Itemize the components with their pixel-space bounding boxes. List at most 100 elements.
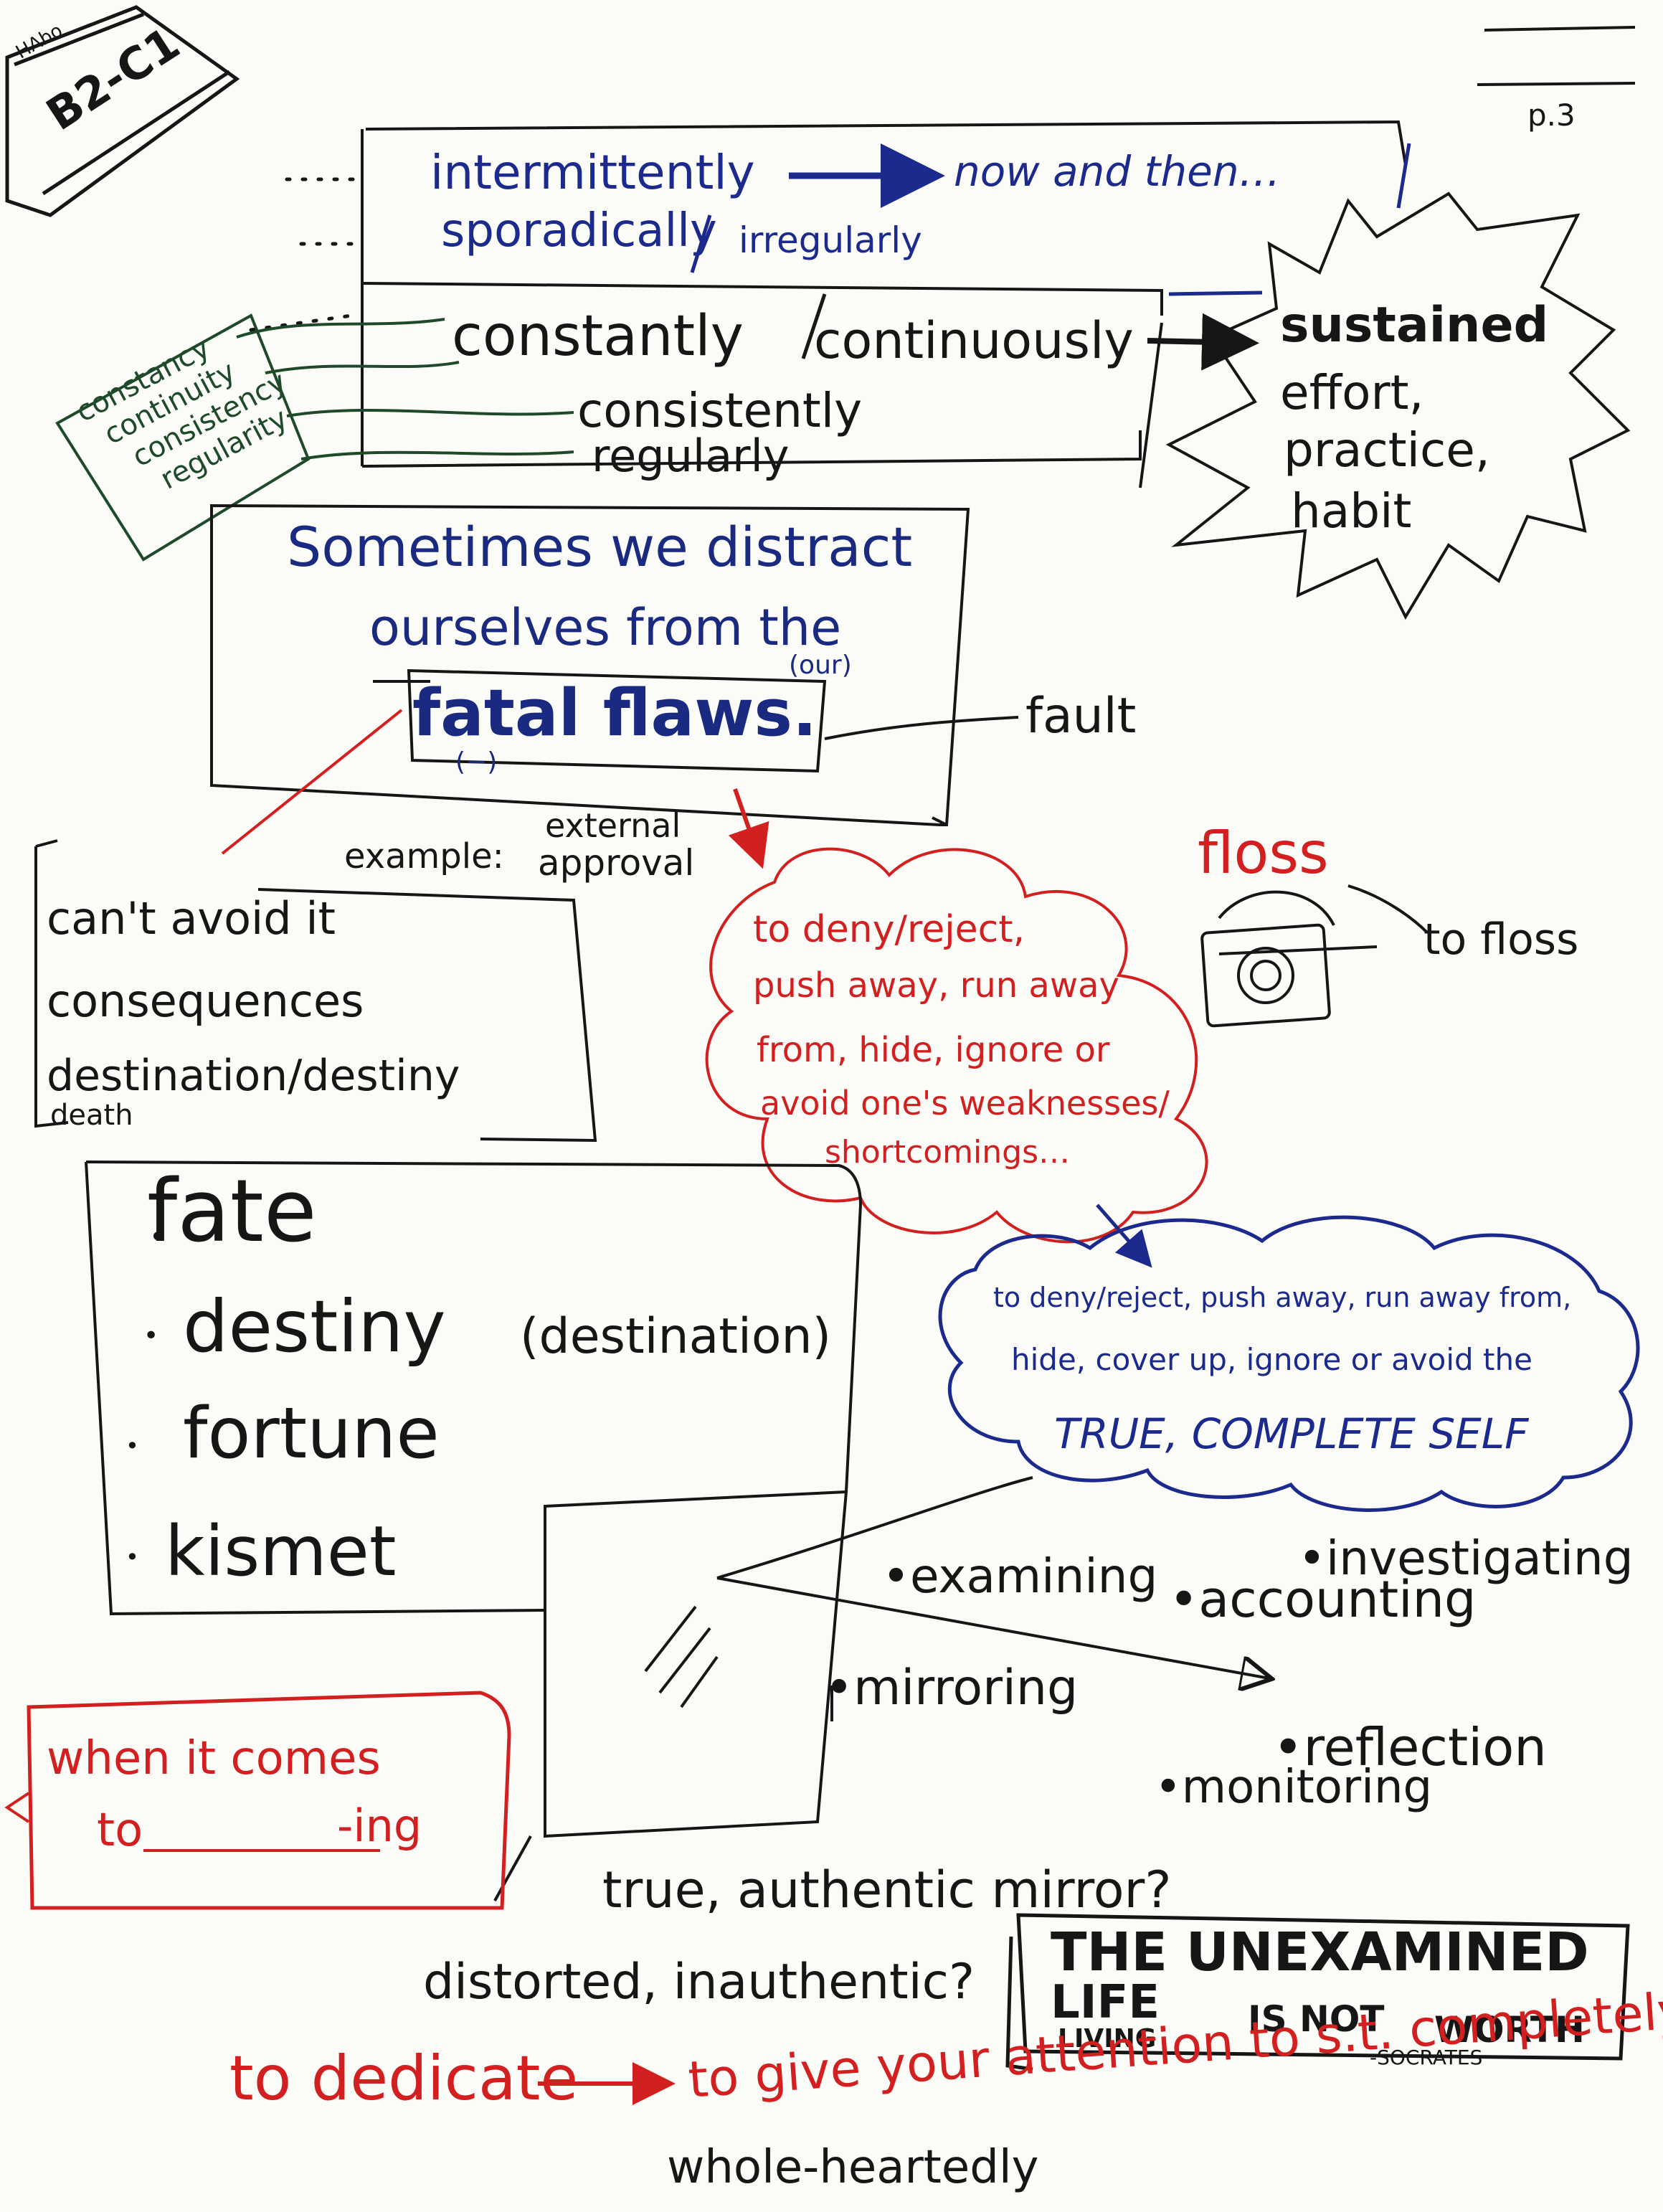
question-true-mirror: true, authentic mirror? bbox=[602, 1861, 1172, 1919]
arrow-frame-link bbox=[1168, 290, 1263, 296]
example-box bbox=[34, 839, 597, 1143]
fate-bullet: • bbox=[125, 1432, 139, 1460]
blue-cloud-emphasis: TRUE, COMPLETE SELF bbox=[1054, 1409, 1529, 1458]
arrow-to-red-cloud bbox=[728, 788, 769, 869]
when-box-outline bbox=[27, 1691, 511, 1910]
fate-bullet: • bbox=[125, 1544, 139, 1571]
example-bullet: death bbox=[50, 1099, 133, 1132]
quote-is-not: IS NOT bbox=[1248, 1998, 1385, 2040]
when-box-pointer bbox=[4, 1792, 30, 1823]
word-reflection-text: reflection bbox=[1303, 1717, 1547, 1777]
word-fault: fault bbox=[1025, 688, 1137, 745]
word-irregularly: irregularly bbox=[739, 219, 922, 261]
arrow-to-blue-cloud bbox=[1096, 1204, 1152, 1268]
when-line-2: to bbox=[97, 1804, 143, 1857]
example-bullet: can't avoid it bbox=[47, 892, 336, 945]
burst-practice: practice, bbox=[1284, 422, 1490, 478]
sentence-box bbox=[210, 504, 970, 826]
slash-2 bbox=[801, 293, 827, 359]
word-intermittently: intermittently bbox=[430, 145, 755, 200]
intermittent-right-tick bbox=[1396, 143, 1411, 209]
word-continuously: continuously bbox=[814, 311, 1134, 370]
word-sporadically: sporadically bbox=[441, 204, 717, 257]
mirror-drawing bbox=[493, 1490, 848, 1901]
starburst bbox=[1165, 192, 1631, 620]
quote-living: LIVING bbox=[1058, 2024, 1157, 2053]
intermittent-frame bbox=[361, 120, 1407, 294]
example-bullet: consequences bbox=[47, 975, 364, 1027]
burst-sustained: sustained bbox=[1280, 297, 1549, 354]
fate-destination: (destination) bbox=[520, 1308, 832, 1365]
constant-frame bbox=[361, 282, 1163, 488]
sentence-minus: (−) bbox=[455, 747, 498, 777]
red-cloud-line: avoid one's weaknesses/ bbox=[760, 1084, 1170, 1122]
word-now-and-then: now and then… bbox=[954, 147, 1281, 196]
red-cloud-line: push away, run away bbox=[753, 965, 1119, 1006]
fate-box bbox=[85, 1161, 863, 1616]
fate-item: fate bbox=[147, 1162, 317, 1262]
quote-box-outline bbox=[1005, 1913, 1630, 2071]
word-monitoring-text: monitoring bbox=[1181, 1761, 1433, 1814]
fate-item: kismet bbox=[165, 1511, 397, 1592]
word-whole-heartedly: whole-heartedly bbox=[667, 2141, 1039, 2194]
word-monitoring: •monitoring bbox=[1155, 1761, 1433, 1814]
word-reflection: •reflection bbox=[1273, 1717, 1547, 1777]
word-regularly: regularly bbox=[592, 430, 790, 482]
word-investigating-text: investigating bbox=[1325, 1531, 1634, 1586]
word-examining-text: examining bbox=[909, 1549, 1158, 1604]
quote-worth: WORTH bbox=[1434, 2009, 1585, 2051]
sentence-line-2: ourselves from the bbox=[369, 598, 842, 657]
arrow-sustained bbox=[1147, 313, 1259, 371]
fate-bullet: • bbox=[143, 1321, 159, 1351]
fault-red-line bbox=[221, 709, 403, 855]
word-examining: •examining bbox=[882, 1549, 1158, 1604]
red-cloud-outline bbox=[705, 847, 1208, 1244]
sentence-line-1: Sometimes we distract bbox=[287, 515, 913, 579]
slash-1 bbox=[690, 214, 712, 273]
mirror-arrow bbox=[716, 1577, 1269, 1678]
floss-container-drawing bbox=[1200, 890, 1378, 1028]
word-constantly: constantly bbox=[452, 304, 744, 369]
word-consistently: consistently bbox=[577, 383, 863, 438]
word-accounting: •accounting bbox=[1169, 1570, 1477, 1629]
when-line-1: when it comes bbox=[47, 1732, 381, 1785]
noun-links bbox=[236, 318, 574, 460]
word-mirroring-text: mirroring bbox=[853, 1660, 1079, 1716]
burst-effort: effort, bbox=[1280, 365, 1424, 420]
sentence-our: (our) bbox=[789, 651, 852, 680]
when-suffix: -ing bbox=[337, 1800, 422, 1852]
word-accounting-text: accounting bbox=[1198, 1570, 1477, 1629]
word-to-floss: to floss bbox=[1423, 914, 1579, 965]
quote-life: LIFE bbox=[1051, 1976, 1160, 2029]
word-to-dedicate: to dedicate bbox=[229, 2043, 579, 2114]
blue-cloud-line: hide, cover up, ignore or avoid the bbox=[1011, 1342, 1532, 1377]
fate-bullet: • bbox=[149, 1221, 166, 1254]
sentence-fatal-flaws: fatal flaws. bbox=[412, 676, 818, 751]
red-cloud-line: to deny/reject, bbox=[753, 908, 1025, 951]
fault-link bbox=[824, 716, 1019, 740]
quote-line-1: THE UNEXAMINED bbox=[1051, 1922, 1589, 1983]
noun-tag-outline bbox=[55, 313, 311, 562]
dotted-leads bbox=[249, 177, 361, 332]
word-investigating: •investigating bbox=[1298, 1531, 1634, 1586]
red-cloud-line: shortcomings… bbox=[825, 1134, 1071, 1171]
red-cloud-line: from, hide, ignore or bbox=[757, 1030, 1110, 1070]
example-approval: approval bbox=[538, 842, 695, 884]
blue-cloud-outline bbox=[938, 1215, 1640, 1512]
word-mirroring: •mirroring bbox=[825, 1660, 1079, 1716]
word-floss: floss bbox=[1198, 820, 1329, 887]
blue-cloud-line: to deny/reject, push away, run away from… bbox=[993, 1282, 1572, 1313]
level-tag-outline bbox=[5, 5, 240, 217]
fate-item: destiny bbox=[183, 1285, 446, 1369]
quote-author: -SOCRATES bbox=[1370, 2046, 1483, 2069]
example-label: example: bbox=[344, 836, 504, 876]
mirror-link-cloud bbox=[716, 1476, 1033, 1579]
burst-habit: habit bbox=[1291, 483, 1412, 539]
example-bullet: destination/destiny bbox=[47, 1051, 460, 1101]
floss-link bbox=[1347, 884, 1429, 934]
example-external: external bbox=[545, 806, 681, 845]
question-distorted: distorted, inauthentic? bbox=[423, 1954, 975, 2010]
page-lines bbox=[1477, 26, 1636, 86]
